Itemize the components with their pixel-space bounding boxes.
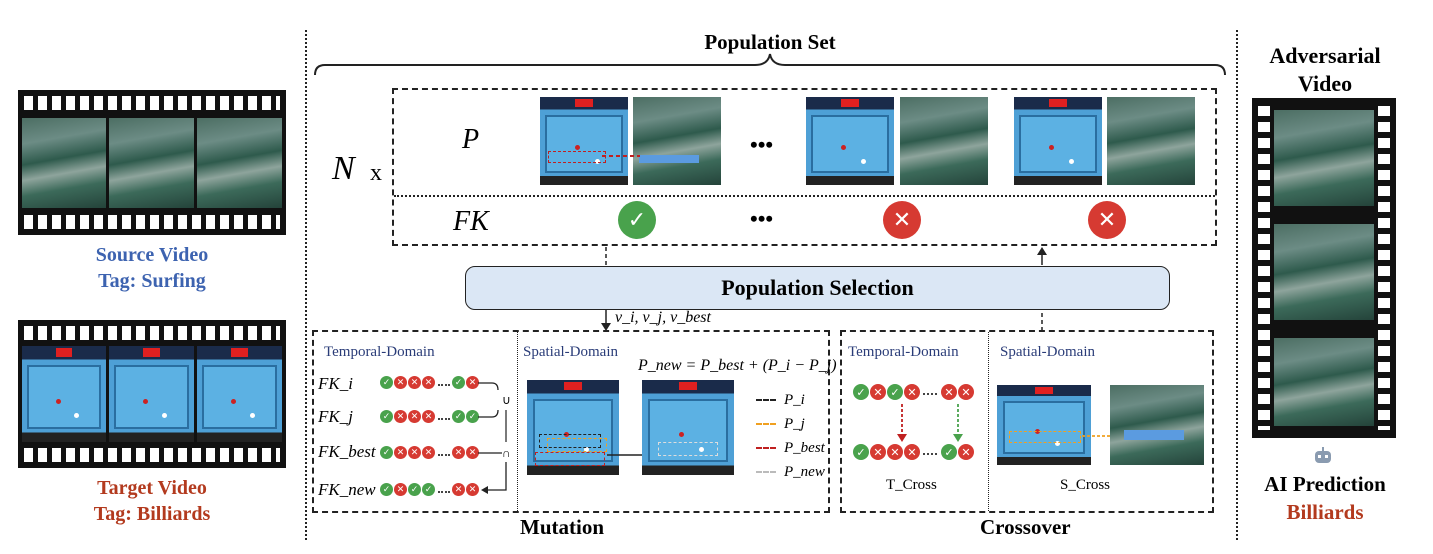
- x-label: x: [370, 160, 382, 186]
- population-set-title: Population Set: [704, 30, 836, 54]
- crossover-divider: [988, 332, 989, 511]
- source-video-title: Source Video: [95, 244, 209, 266]
- fk-best-sequence: ✓ ✕ ✕ ✕ ✕ ✕: [380, 446, 490, 460]
- check-icon: ✓: [618, 201, 656, 239]
- population-perturb-arrow: [602, 155, 640, 157]
- crossover-title: Crossover: [980, 515, 1071, 539]
- population-selection-label: Population Selection: [721, 275, 914, 300]
- crossover-temporal-label: Temporal-Domain: [848, 344, 959, 360]
- selection-variables: v_i, v_j, v_best: [615, 309, 711, 326]
- cross-icon: ✕: [1088, 201, 1126, 239]
- fk-label: FK: [453, 206, 489, 237]
- fk-j-sequence: ✓ ✕ ✕ ✕ ✓ ✓: [380, 410, 490, 424]
- legend-item: P_best: [756, 436, 826, 460]
- mutation-frame-parents: [527, 380, 619, 475]
- ai-prediction-value: Billiards: [1286, 500, 1364, 524]
- population-box: [392, 88, 1217, 246]
- adversarial-video-filmstrip: [1252, 98, 1396, 438]
- mutation-frame-new: [642, 380, 734, 475]
- fk-row-label: FK_best: [318, 442, 376, 461]
- mutation-box: [312, 330, 830, 513]
- population-surf-frame: [633, 97, 721, 185]
- mutation-temporal-label: Temporal-Domain: [324, 344, 435, 360]
- robot-icon: [1313, 447, 1333, 465]
- temporal-merge-lines: ∪ ∩: [478, 382, 511, 494]
- fk-row-label: FK_i: [318, 374, 353, 393]
- target-video-title: Target Video: [97, 477, 207, 499]
- t-cross-label: T_Cross: [886, 477, 937, 493]
- mutation-title: Mutation: [520, 515, 604, 539]
- fk-i-sequence: ✓ ✕ ✕ ✕ ✓ ✕: [380, 376, 490, 390]
- t-cross-arrows: [897, 404, 963, 442]
- fk-row-label: FK_new: [318, 480, 376, 499]
- fk-row-label: FK_j: [318, 407, 353, 426]
- t-cross-top-sequence: ✓ ✕ ✓ ✕ ✕ ✕: [853, 384, 988, 402]
- adversarial-title-line1: Adversarial: [1269, 43, 1381, 68]
- mutation-legend: P_i P_j P_best P_new: [756, 388, 826, 484]
- adversarial-title-line2: Video: [1297, 71, 1353, 96]
- target-video-caption: Target Video Tag: Billiards: [18, 475, 286, 527]
- population-billiard-frame: [806, 97, 894, 185]
- mutation-divider: [517, 332, 518, 511]
- population-ellipsis-bottom: •••: [750, 206, 774, 231]
- source-video-tag: Tag: Surfing: [98, 270, 206, 292]
- legend-item: P_j: [756, 412, 826, 436]
- source-video-caption: Source Video Tag: Surfing: [18, 242, 286, 294]
- n-label: N: [332, 150, 355, 187]
- left-separator: [305, 30, 307, 540]
- target-video-filmstrip: [18, 320, 286, 468]
- population-set-brace: [314, 53, 1226, 76]
- svg-text:∪: ∪: [502, 393, 511, 407]
- population-billiard-frame: [540, 97, 628, 185]
- crossover-spatial-label: Spatial-Domain: [1000, 344, 1095, 360]
- mutation-spatial-label: Spatial-Domain: [523, 344, 618, 360]
- population-surf-frame: [900, 97, 988, 185]
- target-video-tag: Tag: Billiards: [93, 503, 211, 525]
- cross-icon: ✕: [883, 201, 921, 239]
- population-selection-button[interactable]: Population Selection: [465, 266, 1170, 310]
- t-cross-bottom-sequence: ✓ ✕ ✕ ✕ ✓ ✕: [853, 444, 988, 462]
- p-label: P: [462, 124, 480, 155]
- mutation-formula: P_new = P_best + (P_i − P_j): [638, 357, 837, 374]
- source-video-filmstrip: [18, 90, 286, 235]
- right-separator: [1236, 30, 1238, 540]
- s-cross-label: S_Cross: [1060, 477, 1111, 493]
- population-surf-frame: [1107, 97, 1195, 185]
- crossover-box: [840, 330, 1214, 513]
- population-row-divider: [394, 195, 1215, 197]
- crossover-billiard-frame: [997, 385, 1091, 465]
- legend-item: P_new: [756, 460, 826, 484]
- ai-prediction-label: AI Prediction: [1264, 472, 1386, 496]
- selection-connectors: [601, 247, 1047, 331]
- legend-item: P_i: [756, 388, 826, 412]
- fk-new-sequence: ✓ ✕ ✓ ✓ ✕ ✕: [380, 483, 490, 497]
- svg-text:∩: ∩: [502, 446, 511, 460]
- population-ellipsis-top: •••: [750, 132, 774, 157]
- population-billiard-frame: [1014, 97, 1102, 185]
- crossover-surf-frame: [1110, 385, 1204, 465]
- adversarial-video-title: Adversarial Video: [1250, 42, 1400, 98]
